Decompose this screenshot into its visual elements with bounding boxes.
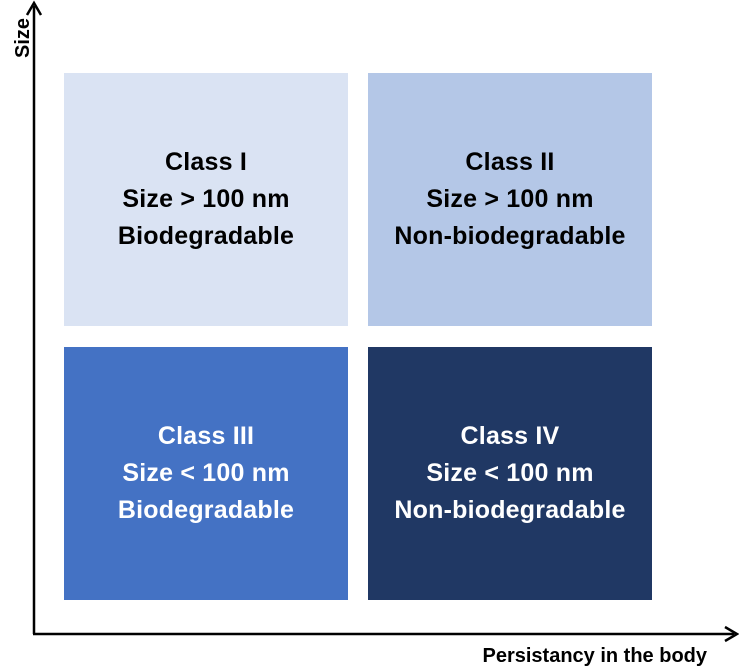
quadrant-class-2: Class II Size > 100 nm Non-biodegradable bbox=[368, 73, 652, 326]
quadrant-degradability: Biodegradable bbox=[117, 222, 295, 250]
quadrant-degradability: Non-biodegradable bbox=[394, 222, 626, 250]
quadrant-degradability: Non-biodegradable bbox=[394, 496, 626, 524]
x-axis-label: Persistancy in the body bbox=[482, 645, 707, 667]
quadrant-size: Size < 100 nm bbox=[426, 459, 594, 487]
quadrant-size: Size > 100 nm bbox=[426, 185, 594, 213]
quadrant-class-3: Class III Size < 100 nm Biodegradable bbox=[64, 347, 348, 600]
quadrant-title: Class III bbox=[157, 422, 255, 450]
quadrant-degradability: Biodegradable bbox=[117, 496, 295, 524]
quadrant-title: Class II bbox=[465, 148, 555, 176]
quadrant-class-1: Class I Size > 100 nm Biodegradable bbox=[64, 73, 348, 326]
quadrant-title: Class I bbox=[164, 148, 247, 176]
y-axis-label: Size bbox=[12, 17, 34, 58]
quadrant-class-4: Class IV Size < 100 nm Non-biodegradable bbox=[368, 347, 652, 600]
quadrant-title: Class IV bbox=[460, 422, 560, 450]
quadrant-size: Size > 100 nm bbox=[122, 185, 290, 213]
quadrant-size: Size < 100 nm bbox=[122, 459, 290, 487]
x-axis-arrowhead bbox=[724, 625, 739, 643]
y-axis-arrowhead bbox=[25, 0, 43, 16]
